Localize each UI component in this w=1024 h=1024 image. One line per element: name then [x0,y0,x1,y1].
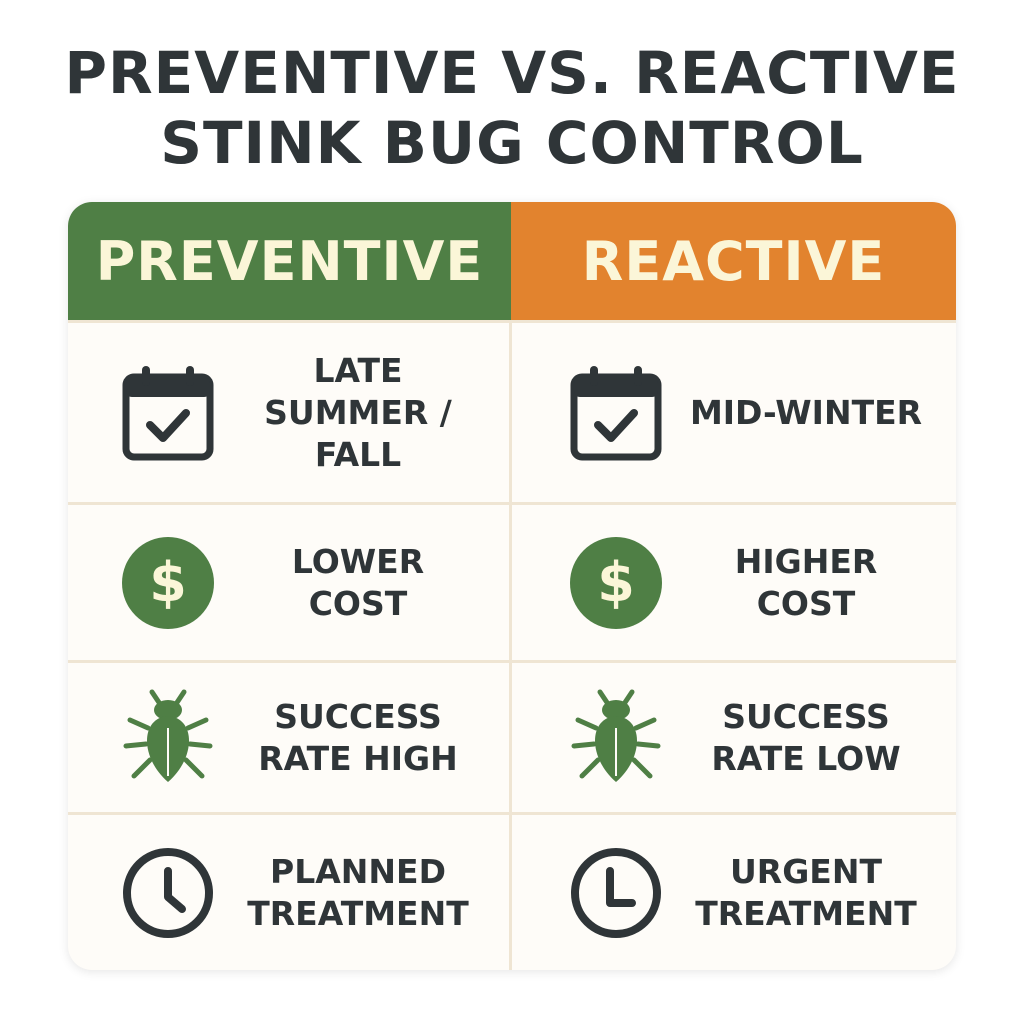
calendar-check-icon [120,365,216,461]
preventive-timing-cell: LATE SUMMER / FALL [68,323,512,502]
title-line-1: PREVENTIVE VS. REACTIVE [64,39,960,107]
comparison-table: PREVENTIVE REACTIVE LATE SUMMER / FALL [68,202,956,970]
preventive-treatment-label: PLANNED TREATMENT [247,851,469,933]
reactive-success-cell: SUCCESS RATE LOW [512,663,956,812]
preventive-success-label: SUCCESS RATE HIGH [258,696,458,778]
preventive-timing-label: LATE SUMMER / FALL [264,350,452,474]
table-row-treatment: PLANNED TREATMENT URGENT TREATMENT [68,812,956,970]
reactive-treatment-label: URGENT TREATMENT [695,851,917,933]
title-line-2: STINK BUG CONTROL [160,109,864,177]
stink-bug-icon [568,689,664,786]
preventive-header: PREVENTIVE [68,202,511,320]
dollar-coin-icon: $ [568,535,664,631]
svg-text:$: $ [597,551,635,614]
svg-text:$: $ [149,551,187,614]
reactive-header: REACTIVE [511,202,956,320]
preventive-success-cell: SUCCESS RATE HIGH [68,663,512,812]
table-row-timing: LATE SUMMER / FALL MID-WINTER [68,320,956,502]
reactive-treatment-cell: URGENT TREATMENT [512,815,956,970]
table-row-success: SUCCESS RATE HIGH [68,660,956,812]
page-title: PREVENTIVE VS. REACTIVE STINK BUG CONTRO… [0,38,1024,178]
reactive-timing-cell: MID-WINTER [512,323,956,502]
preventive-cost-cell: $ LOWER COST [68,505,512,660]
stink-bug-icon [120,689,216,786]
table-row-cost: $ LOWER COST $ HIGHER COST [68,502,956,660]
reactive-timing-label: MID-WINTER [689,392,923,432]
clock-icon [568,845,664,941]
reactive-cost-cell: $ HIGHER COST [512,505,956,660]
table-header-row: PREVENTIVE REACTIVE [68,202,956,320]
calendar-check-icon [568,365,664,461]
preventive-treatment-cell: PLANNED TREATMENT [68,815,512,970]
reactive-success-label: SUCCESS RATE LOW [711,696,901,778]
reactive-cost-label: HIGHER COST [734,541,878,623]
dollar-coin-icon: $ [120,535,216,631]
preventive-cost-label: LOWER COST [291,541,425,623]
clock-icon [120,845,216,941]
